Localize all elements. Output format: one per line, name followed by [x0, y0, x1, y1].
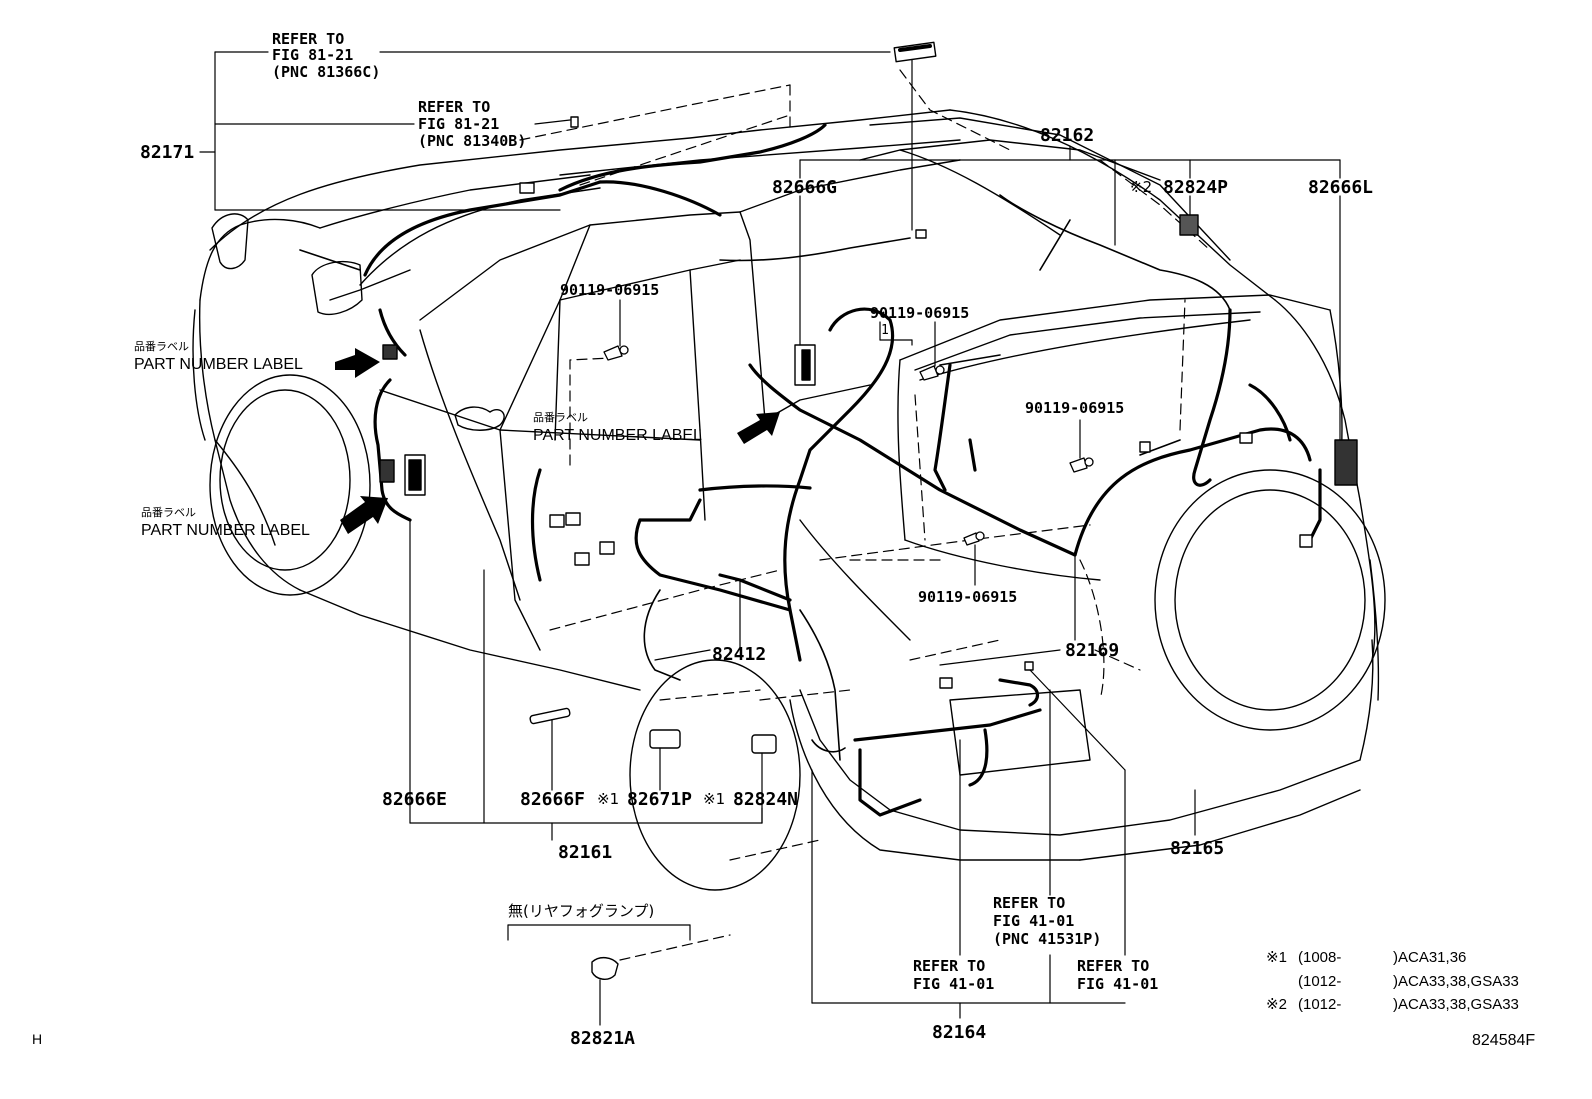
part-82412: 82412 [712, 644, 767, 665]
ref-41-01-b-line1: REFER TO [1077, 957, 1150, 975]
part-82161: 82161 [558, 842, 613, 863]
h-mark: H [32, 1031, 43, 1047]
part-82824p-mark: ※2 [1130, 178, 1153, 196]
pnl-2-en: PART NUMBER LABEL [533, 427, 702, 444]
part-82165: 82165 [1170, 838, 1225, 859]
part-82821a: 82821A [570, 1028, 636, 1049]
fog-lamp-note: 無(リヤフォグランプ) [508, 902, 655, 920]
bolts [603, 345, 1094, 546]
ref-81366c-line2: FIG 81-21 [272, 46, 354, 64]
ref-41-01-a-line1: REFER TO [913, 957, 986, 975]
ref-81366c-line1: REFER TO [272, 30, 345, 48]
note-2-range: (1012- [1298, 973, 1342, 990]
connectors [379, 41, 1358, 980]
part-82169: 82169 [1065, 640, 1120, 661]
ref-41531p-line3: (PNC 41531P) [993, 930, 1102, 948]
pnl-1-jp: 品番ラベル [134, 340, 189, 353]
part-82671p: 82671P [627, 789, 693, 810]
bolt-label-2: 90119-06915 [870, 304, 970, 322]
ref-41-01-a-line2: FIG 41-01 [913, 975, 995, 993]
ref-41531p-line2: FIG 41-01 [993, 912, 1075, 930]
pnl-3-en: PART NUMBER LABEL [141, 522, 310, 539]
part-82162: 82162 [1040, 125, 1095, 146]
car-body [192, 109, 1386, 891]
part-82666g: 82666G [772, 177, 838, 198]
note-3-mark: ※2 [1266, 996, 1287, 1013]
figure-code: 824584F [1472, 1032, 1536, 1049]
note-1-mark: ※1 [1266, 949, 1287, 966]
bolt-label-2-sub: 1 [881, 323, 889, 338]
pnl-3-jp: 品番ラベル [141, 506, 196, 519]
part-82824p: 82824P [1163, 177, 1229, 198]
ref-81340b-line2: FIG 81-21 [418, 115, 500, 133]
arrows [335, 348, 780, 534]
wire-harness [363, 123, 1322, 817]
note-1-range: (1008- [1298, 949, 1342, 966]
bolt-label-4: 90119-06915 [918, 588, 1018, 606]
ref-41531p-line1: REFER TO [993, 894, 1066, 912]
note-1-models: )ACA31,36 [1393, 949, 1467, 966]
pnl-1-en: PART NUMBER LABEL [134, 356, 303, 373]
part-82824n: 82824N [733, 789, 799, 810]
leader-lines [199, 51, 1341, 1026]
ref-41-01-b-line2: FIG 41-01 [1077, 975, 1159, 993]
bolt-label-3: 90119-06915 [1025, 399, 1125, 417]
bolt-label-1: 90119-06915 [560, 281, 660, 299]
part-82666l: 82666L [1308, 177, 1374, 198]
part-82164: 82164 [932, 1022, 987, 1043]
pnl-2-jp: 品番ラベル [533, 411, 588, 424]
note-3-models: )ACA33,38,GSA33 [1393, 996, 1519, 1013]
ref-81366c-line3: (PNC 81366C) [272, 63, 381, 81]
note-3-range: (1012- [1298, 996, 1342, 1013]
mark-1b: ※1 [703, 790, 726, 808]
part-82666e: 82666E [382, 789, 448, 810]
ref-81340b-line3: (PNC 81340B) [418, 132, 527, 150]
mark-1a: ※1 [597, 790, 620, 808]
wire-harness-thin [299, 194, 1231, 761]
hidden-lines [519, 69, 1211, 961]
part-82171: 82171 [140, 142, 195, 163]
part-82666f: 82666F [520, 789, 586, 810]
note-2-models: )ACA33,38,GSA33 [1393, 973, 1519, 990]
ref-81340b-line1: REFER TO [418, 98, 491, 116]
